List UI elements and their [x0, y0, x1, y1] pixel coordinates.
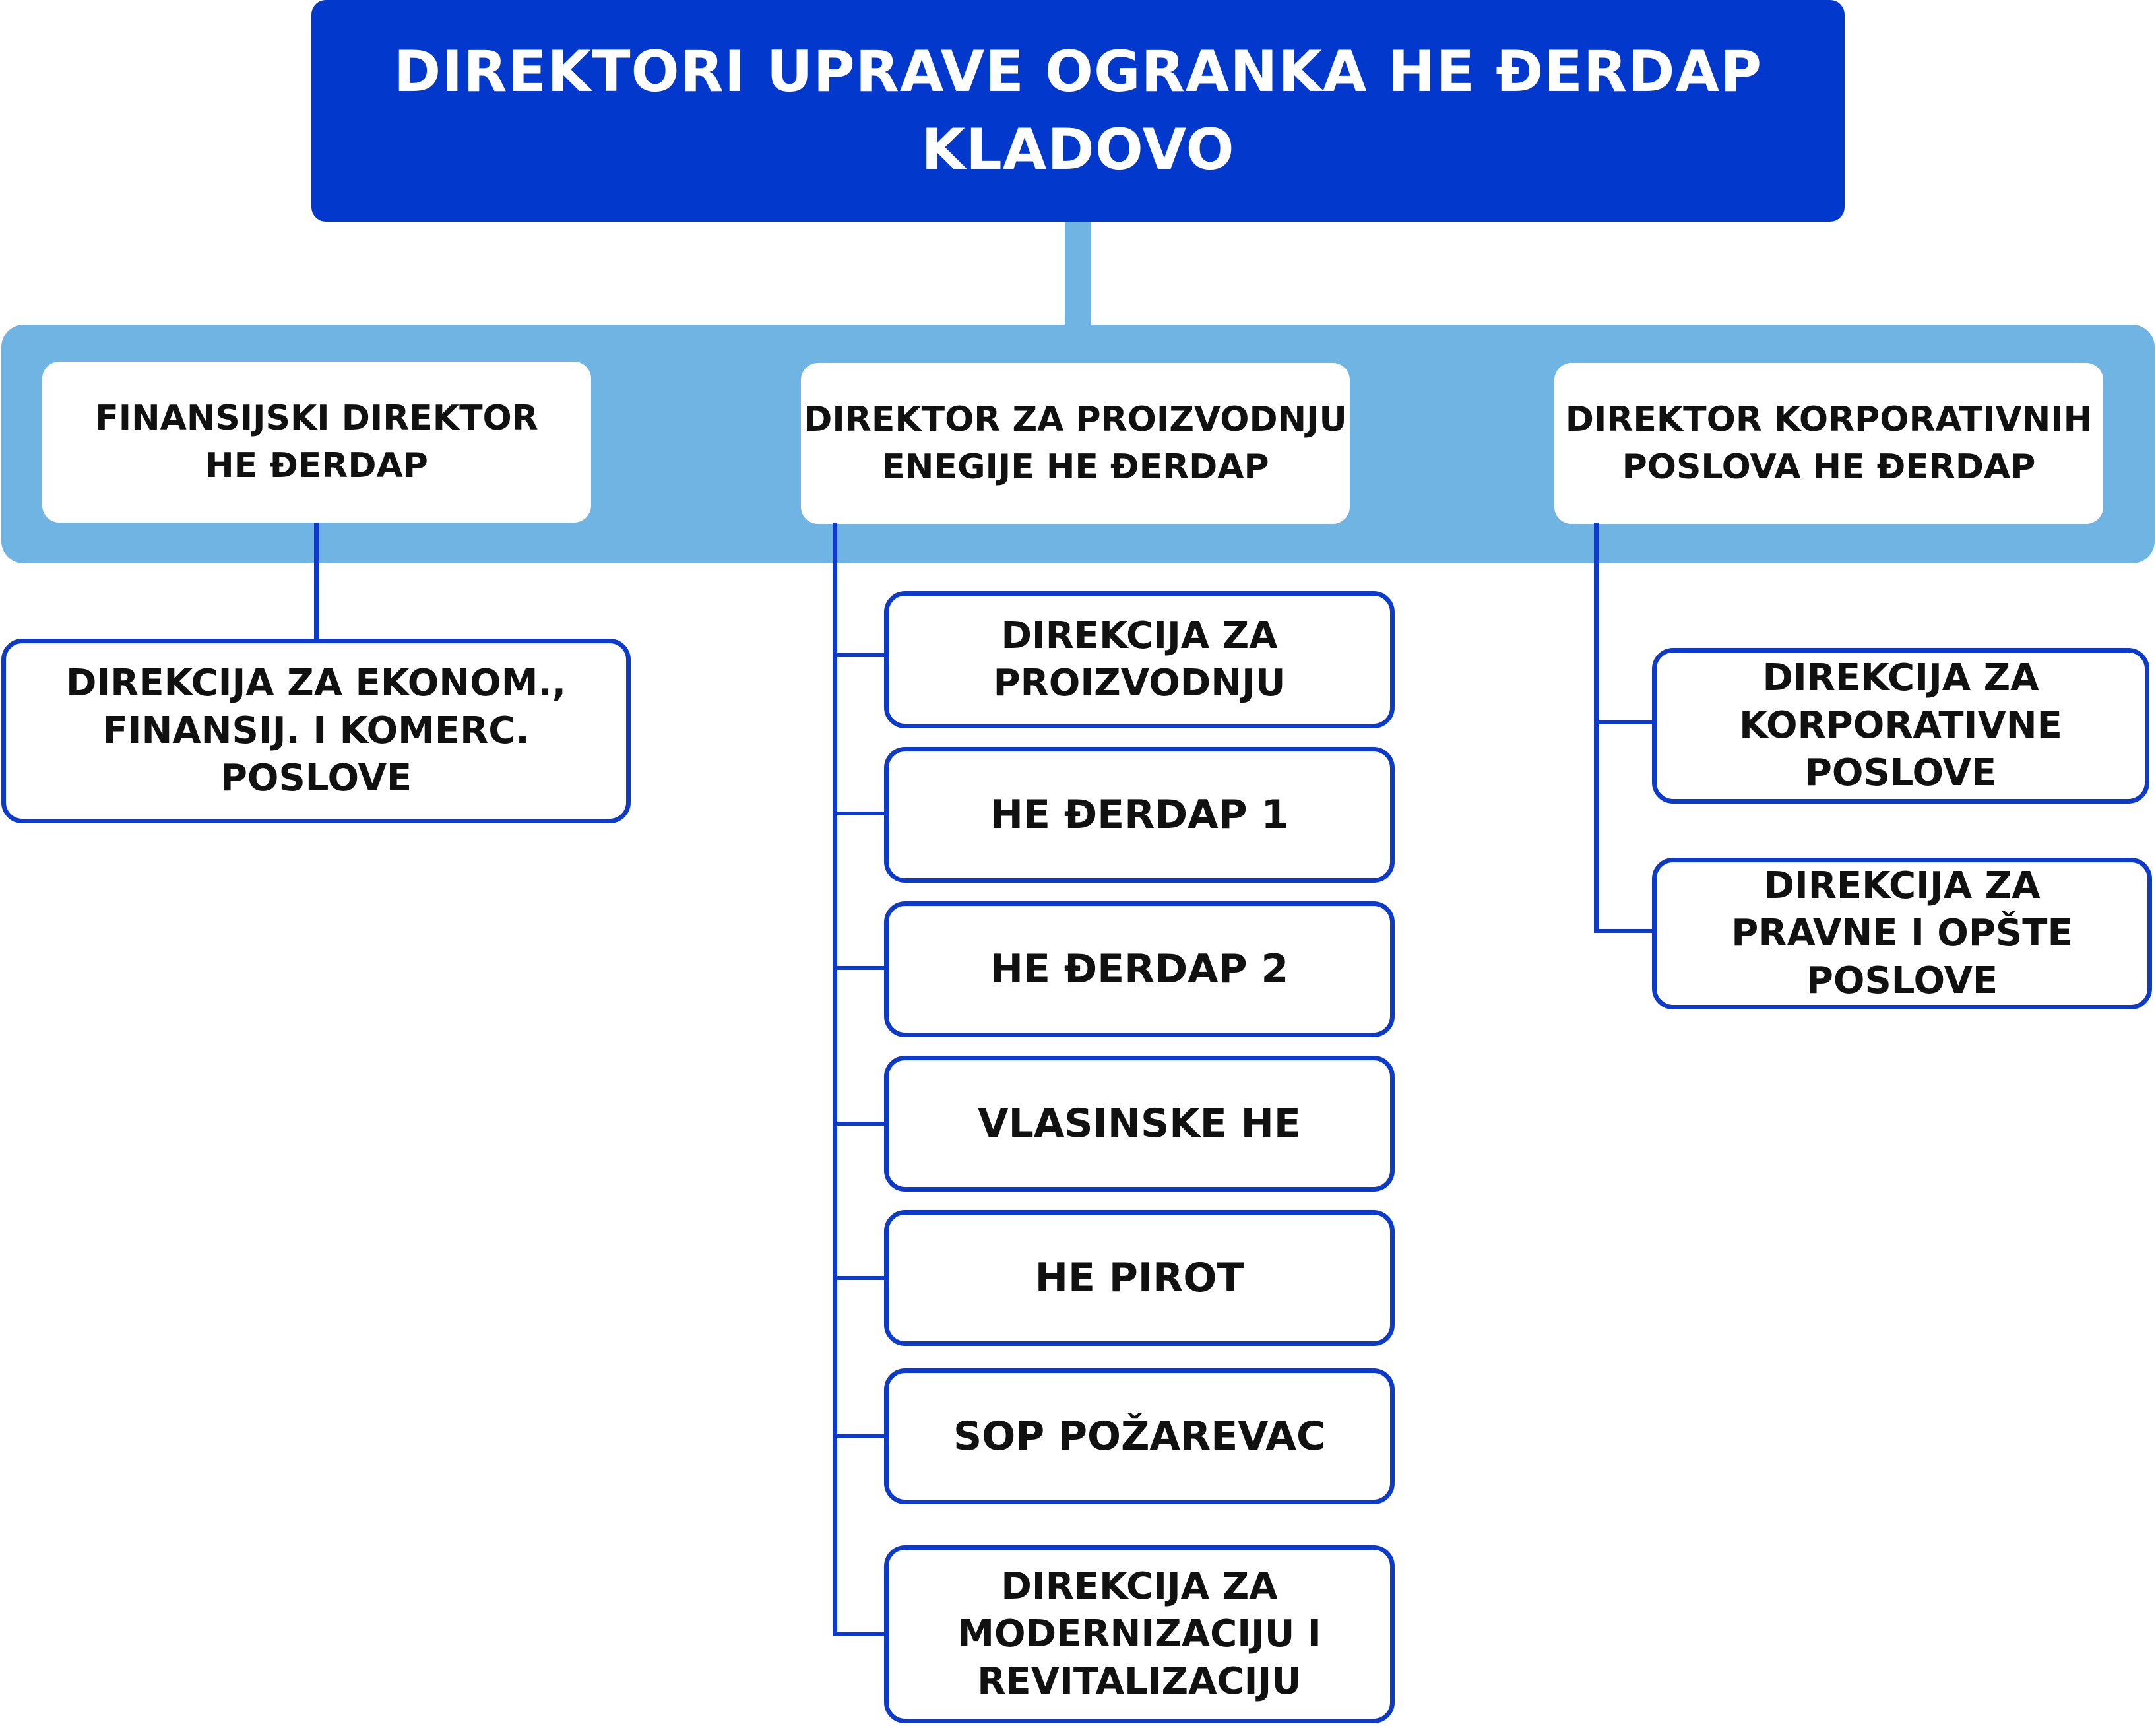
unit-line: DIREKCIJA ZA: [1001, 1565, 1278, 1608]
production-branch: [833, 812, 885, 815]
unit-line: REVITALIZACIJU: [977, 1660, 1302, 1703]
unit-line: VLASINSKE HE: [978, 1101, 1301, 1147]
title-line-2: KLADOVO: [921, 117, 1235, 183]
unit-line: HE ĐERDAP 1: [990, 792, 1289, 838]
unit-legal-general: DIREKCIJA ZA PRAVNE I OPŠTE POSLOVE: [1652, 858, 2152, 1009]
unit-line: SOP POŽAREVAC: [953, 1413, 1326, 1459]
director-corporate-line-1: DIREKTOR KORPORATIVNIH: [1565, 400, 2093, 439]
corporate-branch: [1594, 720, 1653, 724]
unit-corporate-affairs: DIREKCIJA ZA KORPORATIVNE POSLOVE: [1652, 648, 2149, 804]
unit-line: MODERNIZACIJU I: [957, 1613, 1321, 1655]
unit-modernization: DIREKCIJA ZA MODERNIZACIJU I REVITALIZAC…: [884, 1545, 1395, 1723]
unit-line: DIREKCIJA ZA: [1762, 656, 2039, 699]
title-connector: [1065, 222, 1091, 327]
unit-line: POSLOVE: [1804, 751, 1997, 794]
director-finance-line-2: HE ĐERDAP: [205, 446, 428, 486]
director-corporate-line-2: POSLOVA HE ĐERDAP: [1622, 447, 2036, 487]
production-branch: [833, 653, 885, 657]
unit-line: PROIZVODNJU: [993, 662, 1286, 705]
production-branch: [833, 1632, 885, 1636]
unit-line: PRAVNE I OPŠTE: [1731, 912, 2073, 955]
director-production-line-2: ENEGIJE HE ĐERDAP: [881, 447, 1269, 487]
unit-sop-pozarevac: SOP POŽAREVAC: [884, 1368, 1395, 1504]
corporate-branch: [1594, 929, 1653, 933]
unit-line: POSLOVE: [1806, 959, 1998, 1002]
unit-line: DIREKCIJA ZA: [1763, 864, 2041, 907]
director-finance-box: FINANSIJSKI DIREKTOR HE ĐERDAP: [42, 362, 591, 523]
unit-line: DIREKCIJA ZA: [1001, 614, 1278, 657]
unit-he-djerdap-1: HE ĐERDAP 1: [884, 747, 1395, 883]
unit-economic-finance: DIREKCIJA ZA EKONOM., FINANSIJ. I KOMERC…: [1, 639, 631, 823]
unit-line: KORPORATIVNE: [1739, 704, 2062, 747]
director-production-box: DIREKTOR ZA PROIZVODNJU ENEGIJE HE ĐERDA…: [801, 363, 1350, 524]
unit-line: FINANSIJ. I KOMERC. POSLOVE: [102, 709, 530, 800]
unit-he-djerdap-2: HE ĐERDAP 2: [884, 901, 1395, 1037]
unit-production-directorate: DIREKCIJA ZA PROIZVODNJU: [884, 591, 1395, 728]
director-corporate-box: DIREKTOR KORPORATIVNIH POSLOVA HE ĐERDAP: [1554, 363, 2103, 524]
unit-line: HE PIROT: [1034, 1255, 1244, 1301]
director-finance-line-1: FINANSIJSKI DIREKTOR: [95, 399, 538, 438]
unit-line: HE ĐERDAP 2: [990, 946, 1289, 992]
production-branch: [833, 966, 885, 970]
finance-connector: [314, 523, 319, 640]
unit-he-pirot: HE PIROT: [884, 1210, 1395, 1346]
unit-vlasinske-he: VLASINSKE HE: [884, 1056, 1395, 1192]
title-box: DIREKTORI UPRAVE OGRANKA HE ĐERDAP KLADO…: [311, 0, 1845, 222]
production-branch: [833, 1434, 885, 1438]
corporate-spine: [1594, 523, 1599, 933]
production-branch: [833, 1122, 885, 1126]
unit-line: DIREKCIJA ZA EKONOM.,: [65, 662, 567, 705]
title-line-1: DIREKTORI UPRAVE OGRANKA HE ĐERDAP: [393, 39, 1763, 105]
production-spine: [833, 523, 837, 1636]
production-branch: [833, 1276, 885, 1280]
director-production-line-1: DIREKTOR ZA PROIZVODNJU: [804, 400, 1347, 439]
